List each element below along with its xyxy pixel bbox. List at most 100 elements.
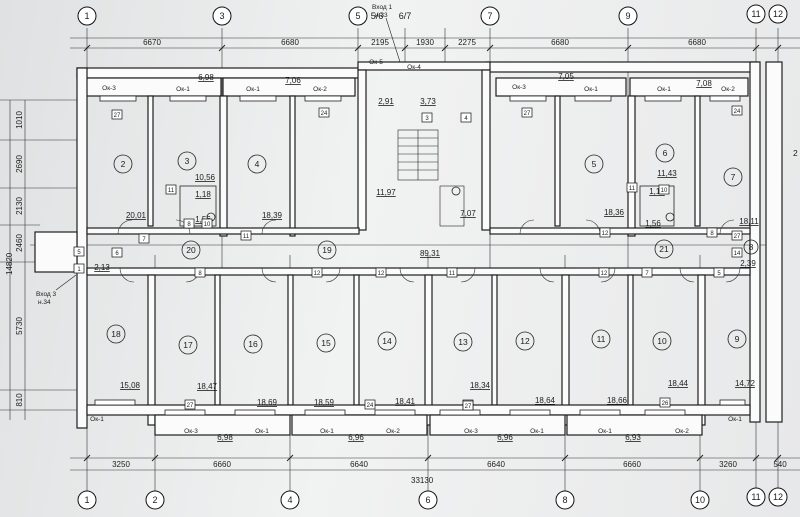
entrance-3-sub: н.34	[38, 299, 51, 306]
area-a-1836: 18,36	[604, 208, 625, 217]
ax-top-7-label: 7	[487, 11, 492, 21]
area-a-698-top: 6,98	[198, 73, 214, 82]
tag-t27-box	[184, 399, 196, 410]
area-a-1866: 18,66	[607, 396, 628, 405]
tag-t1-box	[111, 109, 123, 120]
ax-top-11-circle	[746, 4, 766, 24]
room-19-number: 19	[322, 245, 332, 255]
window-label-w17: Ок-1	[530, 428, 544, 435]
staircase	[397, 129, 465, 227]
dim-left-0: 1010	[15, 111, 24, 129]
tag-t22-text: 12	[378, 271, 385, 277]
ax-top-12-circle	[768, 4, 788, 24]
window-label-w18: Ок-1	[598, 428, 612, 435]
window-label-w3: Ок-1	[246, 86, 260, 93]
area-a-1839: 18,39	[262, 211, 283, 220]
ax-top-7-circle	[480, 6, 500, 26]
room-13-number: 13	[458, 337, 468, 347]
area-a-1834: 18,34	[470, 381, 491, 390]
tag-t14-box	[706, 227, 718, 238]
ax-top-5-label: 5	[355, 11, 360, 21]
dim-bottom-1: 6660	[213, 460, 231, 469]
area-a-696a: 6,96	[348, 433, 364, 442]
ax-top-5-circle	[348, 6, 368, 26]
tag-t2-text: 11	[168, 188, 175, 194]
area-a-2001: 20,01	[126, 211, 147, 220]
area-a-1864: 18,64	[535, 396, 556, 405]
tag-t5-text: 7	[142, 237, 146, 243]
tag-t2-box	[165, 184, 177, 195]
tag-t6-box	[240, 230, 252, 241]
window-label-w14: Ок-1	[320, 428, 334, 435]
tag-t1-text: 27	[114, 113, 121, 119]
room-2-circle	[113, 154, 133, 174]
ax-bot-8-label: 8	[562, 495, 567, 505]
tag-t20-box	[194, 267, 206, 278]
tag-t27-text: 27	[187, 403, 194, 409]
ax-bot-4-circle	[280, 490, 300, 510]
room-3-circle	[177, 151, 197, 171]
room-8-number: 8	[749, 242, 754, 252]
tag-t26-text: 5	[717, 271, 721, 277]
door-arcs	[117, 219, 741, 283]
room-14-circle	[377, 331, 397, 351]
area-a-708: 7,08	[696, 79, 712, 88]
area-a-1508: 15,08	[120, 381, 141, 390]
tag-t8-text: 3	[425, 116, 429, 122]
tag-t4-box	[201, 218, 213, 229]
room-6-circle	[655, 143, 675, 163]
window-label-w7: Ок-3	[512, 84, 526, 91]
ax-bot-6-label: 6	[425, 495, 430, 505]
window-label-w9: Ок-1	[657, 86, 671, 93]
room-17-number: 17	[183, 340, 193, 350]
ax-bot-12-label: 12	[773, 492, 783, 502]
tag-t17-box	[73, 246, 85, 257]
room-21-circle	[654, 239, 674, 259]
room-15-circle	[316, 333, 336, 353]
dim-top-2: 2195	[371, 38, 389, 47]
ax-top-67-label: 6/7	[399, 11, 412, 21]
tag-t7-text: 24	[321, 111, 328, 117]
window-label-w1: Ок-3	[102, 85, 116, 92]
room-20-circle	[181, 240, 201, 260]
area-a-213: 2,13	[94, 263, 110, 272]
area-a-118a: 1,18	[195, 190, 211, 199]
area-a-706: 7,06	[285, 76, 301, 85]
window-label-w2: Ок-1	[176, 86, 190, 93]
room-16-circle	[243, 334, 263, 354]
tag-t10-box	[521, 107, 533, 118]
area-a-1056: 10,56	[195, 173, 216, 182]
tag-t29-text: 24	[367, 403, 374, 409]
tag-t13-box	[658, 184, 670, 195]
tag-t12-box	[626, 182, 638, 193]
dim-ticks	[83, 44, 782, 462]
tag-t16-text: 14	[734, 251, 741, 257]
tag-t14-text: 8	[710, 231, 714, 237]
tag-t23-box	[446, 267, 458, 278]
ax-bot-11-label: 11	[751, 492, 760, 502]
tag-t25-box	[641, 267, 653, 278]
room-14-number: 14	[382, 336, 392, 346]
room-19-circle	[317, 240, 337, 260]
room-3-number: 3	[185, 156, 190, 166]
room-18-circle	[106, 324, 126, 344]
area-a-291: 2,91	[378, 97, 394, 106]
ax-top-9-label: 9	[625, 11, 630, 21]
tag-t7-box	[318, 107, 330, 118]
ax-bot-1-circle	[77, 490, 97, 510]
area-a-1841: 18,41	[395, 397, 416, 406]
dim-top-4: 2275	[458, 38, 476, 47]
tag-t24-box	[598, 267, 610, 278]
room-12-circle	[515, 331, 535, 351]
ax-bot-10-label: 10	[695, 495, 705, 505]
area-a-118b: 1,18	[649, 187, 665, 196]
tag-t18-text: 6	[115, 251, 119, 257]
room-12-number: 12	[520, 336, 530, 346]
area-a-239: 2,39	[740, 259, 756, 268]
tag-t25-text: 7	[645, 271, 649, 277]
ax-bot-4-label: 4	[287, 495, 292, 505]
tag-t15-box	[731, 105, 743, 116]
